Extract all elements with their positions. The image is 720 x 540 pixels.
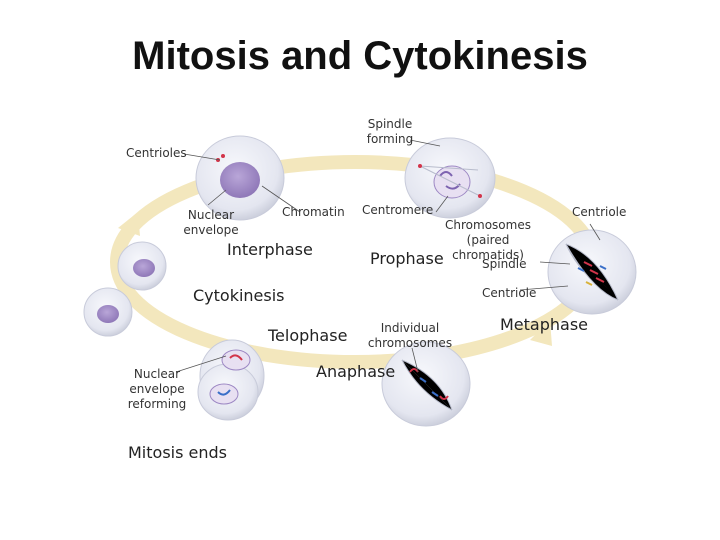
- cytokinesis-cell-lower: [83, 287, 133, 337]
- cycle-arrowhead-right: [530, 320, 552, 346]
- stage-anaphase: Anaphase: [316, 362, 396, 381]
- label-nuclear-envelope: Nuclear envelope: [183, 208, 239, 237]
- label-nuclear-envelope-reforming: Nuclear envelope reforming: [127, 367, 187, 411]
- label-spindle: Spindle: [482, 257, 527, 271]
- telophase-cells: [197, 339, 265, 421]
- stage-cytokinesis: Cytokinesis: [193, 286, 285, 305]
- cycle-arrowhead-left: [118, 212, 140, 236]
- prophase-cell: [404, 137, 496, 219]
- label-centrioles: Centrioles: [126, 146, 187, 160]
- label-individual-chromosomes: Individual chromosomes: [367, 321, 453, 350]
- metaphase-cell: [547, 229, 637, 315]
- label-centromere: Centromere: [362, 203, 434, 217]
- stage-mitosis-ends: Mitosis ends: [128, 443, 227, 462]
- label-centriole-top: Centriole: [572, 205, 627, 219]
- label-chromosomes-paired: Chromosomes (paired chromatids): [445, 218, 531, 262]
- stage-metaphase: Metaphase: [500, 315, 589, 334]
- cytokinesis-cell-upper: [117, 241, 167, 291]
- anaphase-cell: [381, 341, 471, 427]
- stage-interphase: Interphase: [227, 240, 313, 259]
- page-title: Mitosis and Cytokinesis: [132, 34, 588, 78]
- leader-lines: [175, 139, 601, 373]
- interphase-cell: [195, 135, 285, 221]
- label-chromatin: Chromatin: [282, 205, 345, 219]
- label-spindle-forming: Spindle forming: [366, 117, 414, 146]
- label-centriole-mid: Centriole: [482, 286, 537, 300]
- stage-telophase: Telophase: [268, 326, 348, 345]
- stage-prophase: Prophase: [370, 249, 444, 268]
